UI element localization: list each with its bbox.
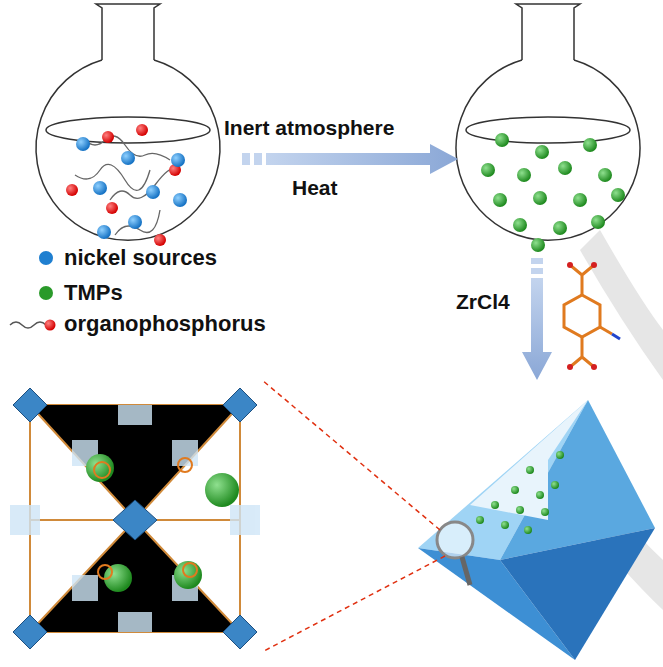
legend-text: TMPs	[64, 281, 123, 305]
step-label: Heat	[292, 176, 338, 199]
legend-swatch	[38, 285, 54, 301]
legend-dot-sample	[45, 320, 56, 331]
legend-swatch	[38, 250, 54, 266]
swatch-dot	[39, 251, 53, 265]
swatch-dot	[39, 286, 53, 300]
legend-line-sample	[10, 322, 46, 328]
step-label: ZrCl4	[456, 290, 510, 313]
legend-text: nickel sources	[64, 246, 217, 270]
step-label: Inert atmosphere	[224, 116, 394, 139]
legend-text: organophosphorus	[64, 312, 266, 336]
